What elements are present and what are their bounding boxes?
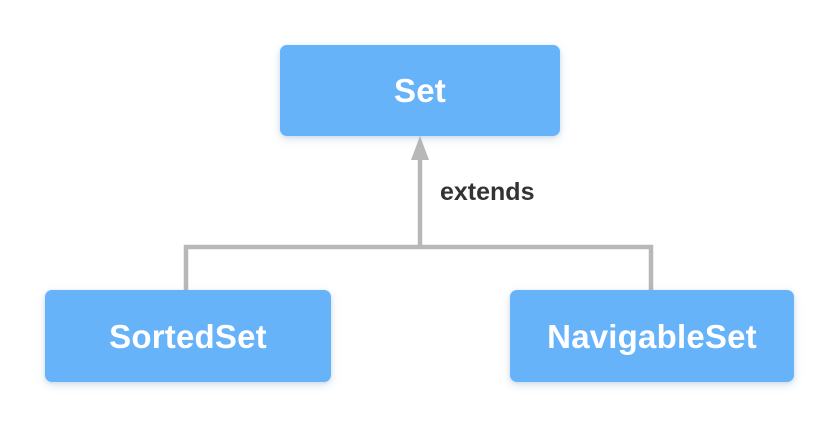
class-node-sortedset-label: SortedSet: [109, 317, 267, 355]
class-node-set-label: Set: [394, 72, 446, 109]
class-node-navigableset-label: NavigableSet: [547, 317, 757, 355]
class-node-navigableset[interactable]: NavigableSet: [510, 290, 794, 382]
class-node-set[interactable]: Set: [280, 45, 560, 136]
inheritance-arrowhead-icon: [411, 136, 429, 160]
class-node-sortedset[interactable]: SortedSet: [45, 290, 331, 382]
edge-label-extends: extends: [440, 178, 535, 206]
